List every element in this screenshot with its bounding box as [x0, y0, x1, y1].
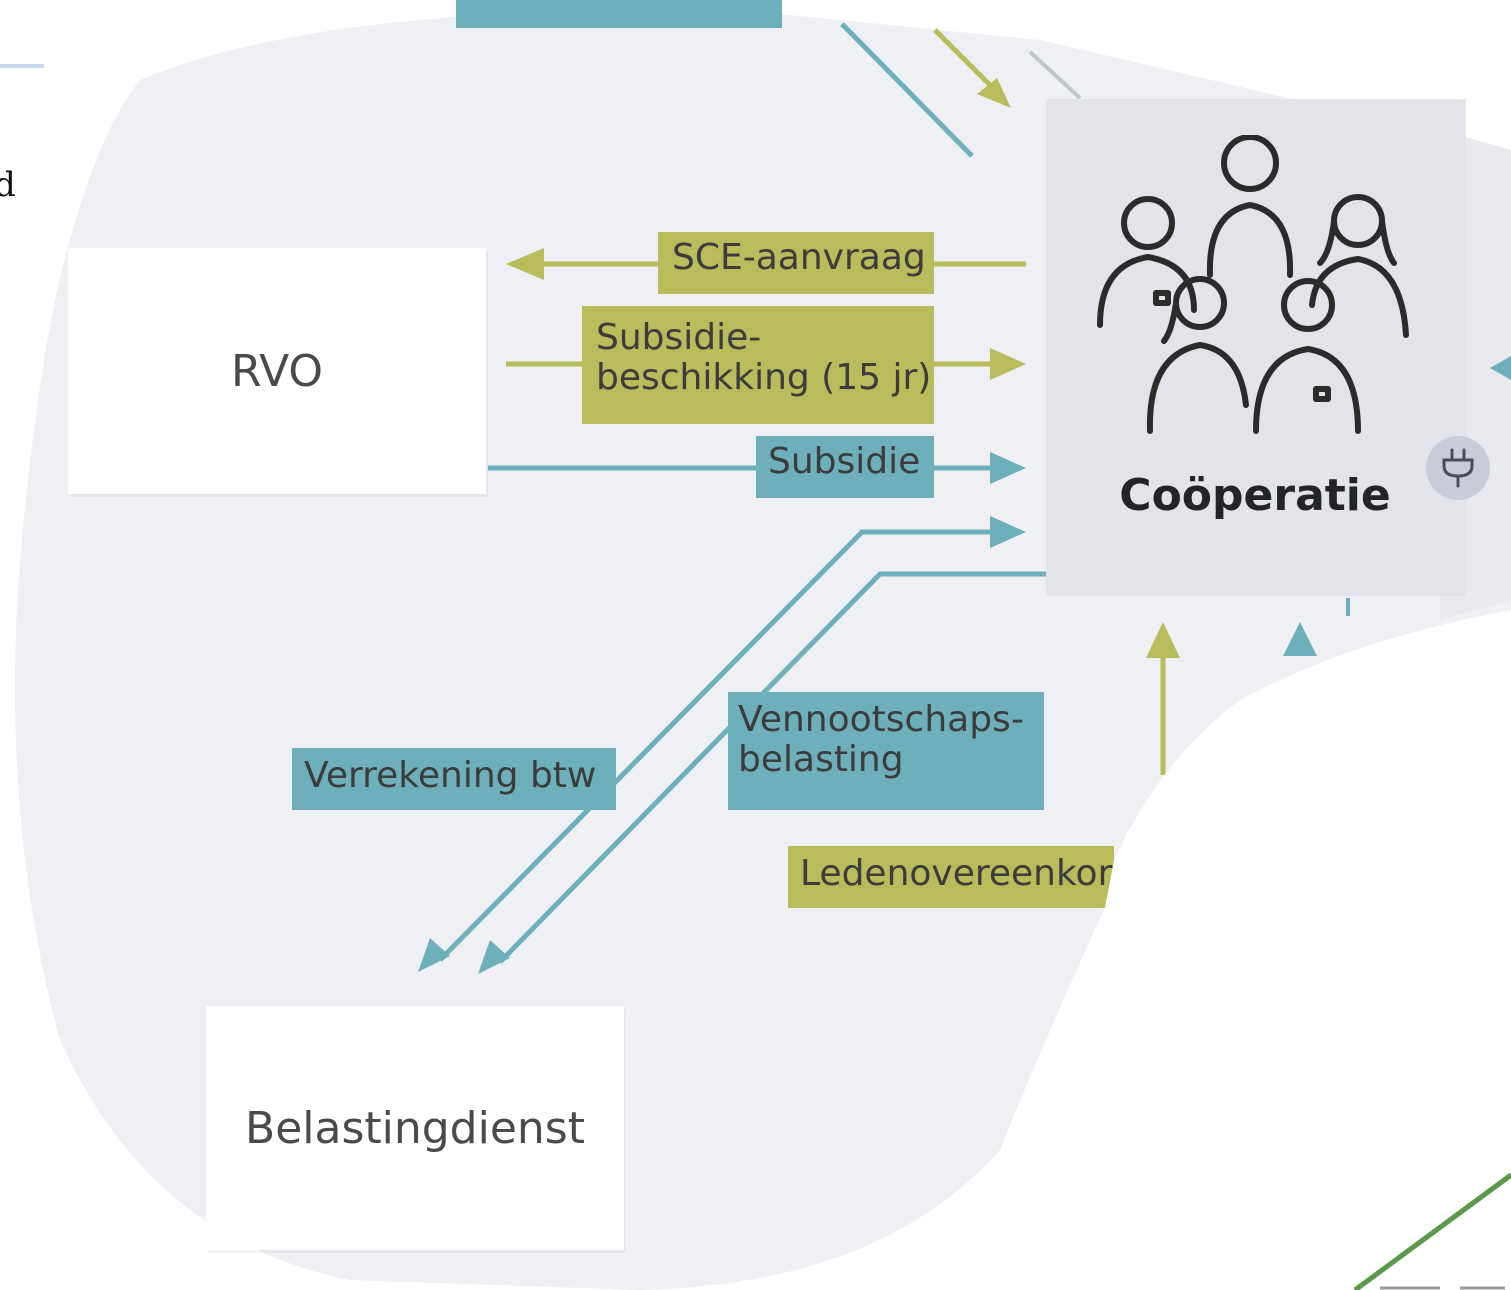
btw-arrowhead-down	[418, 938, 450, 972]
sce-arrowhead	[506, 248, 544, 280]
top-olive-arrowhead	[977, 78, 1011, 108]
label-vpb-line2: belasting	[738, 739, 904, 781]
label-subsidie: Subsidie	[756, 436, 934, 498]
label-verrekening-btw: Verrekening btw	[292, 748, 616, 810]
cropped-top-line	[0, 64, 44, 68]
label-beschikking-line2: beschikking (15 jr)	[596, 357, 932, 399]
label-subsidie-beschikking: Subsidie- beschikking (15 jr)	[582, 306, 934, 424]
node-cooperatie-label: Coöperatie	[1119, 470, 1391, 521]
people-group-icon	[1097, 135, 1409, 434]
node-cooperatie	[1046, 99, 1466, 596]
label-sce-aanvraag: SCE-aanvraag	[658, 232, 934, 294]
btw-arrowhead-right	[990, 516, 1026, 548]
cropped-top-label	[456, 0, 782, 28]
label-vennootschapsbelasting: Vennootschaps- belasting	[728, 692, 1044, 810]
top-teal-line	[840, 22, 974, 158]
label-verrekening-btw-text: Verrekening btw	[304, 755, 597, 796]
label-vpb-line1: Vennootschaps-	[738, 699, 1024, 740]
label-sce-aanvraag-text: SCE-aanvraag	[672, 237, 926, 278]
cropped-side-text: d	[0, 165, 16, 205]
label-subsidie-text: Subsidie	[768, 441, 921, 482]
subsidie-arrowhead	[990, 452, 1026, 484]
beschikking-arrowhead	[990, 348, 1026, 380]
plug-icon	[1426, 436, 1490, 500]
green-line	[1353, 1172, 1511, 1290]
node-rvo-label: RVO	[230, 345, 324, 397]
node-belastingdienst: Belastingdienst	[206, 1006, 624, 1250]
label-beschikking-line1: Subsidie-	[596, 317, 762, 358]
node-belastingdienst-label: Belastingdienst	[245, 1102, 585, 1154]
label-ledenovereenkomst: Ledenovereenkor	[788, 846, 1114, 908]
label-ledenovereenkomst-text: Ledenovereenkor	[800, 853, 1113, 894]
vpb-arrowhead-down	[478, 940, 510, 974]
node-rvo: RVO	[68, 248, 486, 494]
plug-icon-glyph	[1442, 448, 1474, 488]
